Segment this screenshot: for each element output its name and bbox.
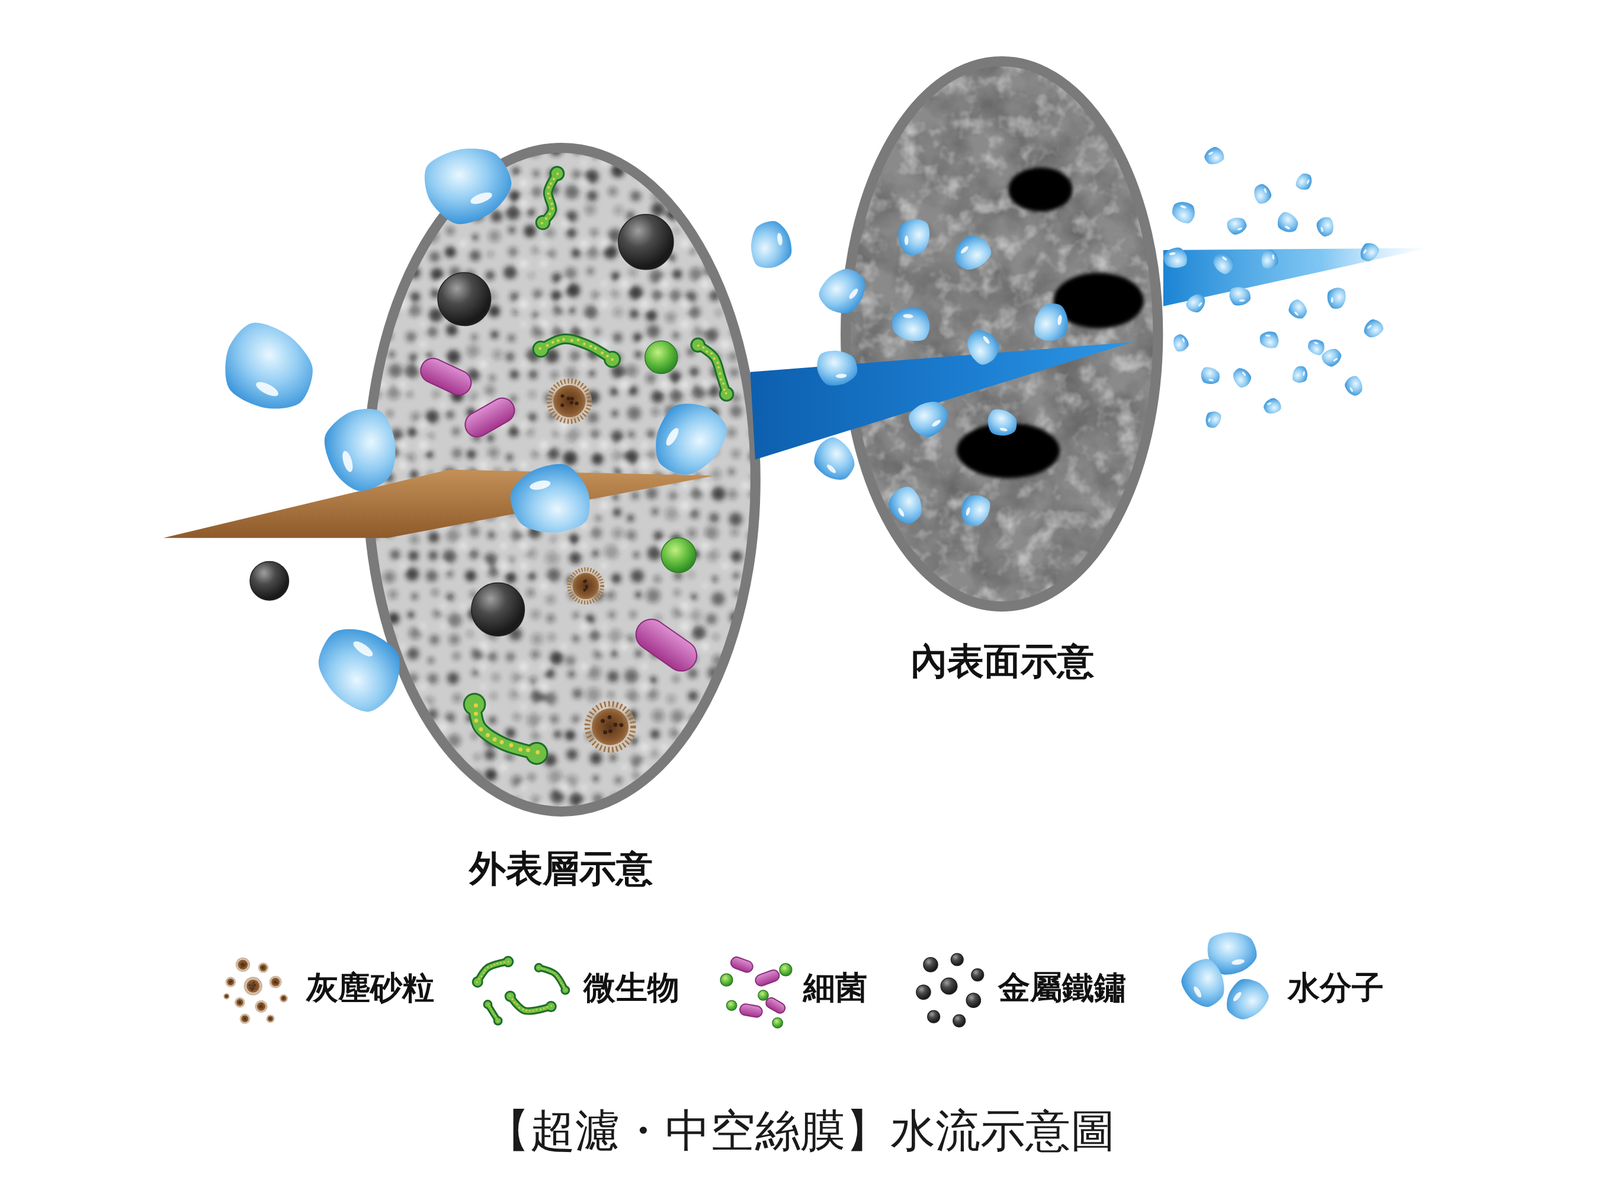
metal-rust: [927, 1009, 941, 1023]
metal-rust: [953, 1014, 966, 1027]
microorganism: [472, 955, 515, 988]
water-molecule: [1360, 316, 1385, 340]
water-molecule: [806, 432, 861, 489]
legend-item: 水分子: [1287, 965, 1384, 1011]
water-molecule: [1257, 327, 1282, 352]
coccus: [645, 340, 678, 374]
water-molecule: [1273, 208, 1302, 238]
water-molecule: [1203, 145, 1225, 165]
dust-particle: [546, 378, 592, 424]
dust-particle: [223, 992, 230, 999]
caption-box: 【超濾・中空絲膜】水流示意圖: [0, 1100, 1600, 1162]
water-molecule: [424, 148, 512, 224]
water-molecule: [1210, 248, 1239, 277]
water-molecule: [1226, 284, 1253, 309]
metal-rust: [249, 560, 289, 600]
bacterium: [754, 967, 781, 987]
water-molecule: [1162, 245, 1189, 270]
legend-item: 金屬鐵鏽: [998, 965, 1127, 1011]
coccus: [726, 999, 737, 1010]
metal-rust: [966, 992, 981, 1008]
water-molecule: [1201, 407, 1224, 431]
microorganism: [534, 962, 571, 995]
membrane-section: 外表層示意: [362, 142, 761, 817]
water-molecule: [1285, 297, 1310, 323]
legend-label: 微生物: [583, 966, 680, 1010]
coccus: [772, 1017, 783, 1028]
water-molecule: [1289, 363, 1311, 386]
water-molecule: [1231, 365, 1254, 390]
dust-particle: [279, 994, 288, 1003]
microorganism: [482, 999, 503, 1025]
dust-particle: [239, 1013, 250, 1024]
coccus: [720, 973, 733, 986]
water-molecule: [1355, 238, 1383, 265]
metal-rust: [950, 953, 964, 966]
dust-particle: [266, 1014, 275, 1023]
dust-particle: [235, 957, 250, 972]
dust-particle: [244, 976, 263, 996]
coccus: [661, 537, 697, 573]
dust-particle: [584, 700, 636, 752]
water-molecule: [1173, 333, 1189, 352]
membrane-section: 內表面示意: [840, 56, 1163, 612]
legend-item: 微生物: [583, 965, 680, 1011]
metal-rust: [971, 968, 984, 981]
legend-item: 細菌: [803, 965, 868, 1011]
bacterium: [764, 995, 787, 1015]
bacterium: [729, 954, 755, 974]
dust-particle: [255, 999, 268, 1013]
water-molecule: [205, 308, 329, 432]
water-molecule: [1254, 183, 1272, 204]
dust-particle: [269, 975, 282, 989]
section-label: 外表層示意: [362, 843, 761, 894]
water-molecule: [1226, 217, 1247, 235]
water-molecule: [1323, 284, 1349, 312]
water-molecule: [1197, 363, 1223, 389]
coccus: [779, 963, 793, 976]
water-molecule: [1262, 397, 1282, 415]
water-molecule: [1343, 374, 1364, 397]
metal-rust: [940, 977, 958, 995]
water-molecule: [746, 217, 797, 273]
metal-rust: [916, 984, 931, 999]
section-label: 內表面示意: [840, 636, 1163, 686]
water-molecule: [1217, 970, 1275, 1026]
water-molecule: [1183, 291, 1210, 316]
legend-label: 金屬鐵鏽: [998, 966, 1127, 1010]
legend-label: 細菌: [803, 966, 868, 1010]
dust-particle: [567, 567, 605, 605]
bacterium: [739, 1002, 764, 1018]
water-molecule: [1293, 170, 1317, 194]
water-molecule: [1315, 216, 1335, 237]
membrane-outline: [362, 142, 761, 817]
metal-rust: [618, 214, 674, 270]
metal-rust: [437, 272, 492, 326]
membrane-outline: [840, 56, 1163, 612]
microorganism: [504, 990, 557, 1012]
legend-label: 灰塵砂粒: [306, 966, 435, 1010]
dust-particle: [234, 996, 245, 1008]
dust-particle: [225, 976, 236, 987]
water-molecule: [1304, 335, 1329, 358]
diagram-caption: 【超濾・中空絲膜】水流示意圖: [0, 1100, 1600, 1162]
legend-label: 水分子: [1287, 966, 1384, 1010]
legend-item: 灰塵砂粒: [306, 965, 435, 1011]
water-molecule: [1168, 196, 1200, 228]
metal-rust: [471, 582, 525, 637]
water-molecule: [1259, 247, 1281, 271]
dust-particle: [258, 962, 269, 973]
water-molecule: [321, 405, 399, 493]
coccus: [758, 989, 769, 1000]
water-molecule: [1178, 956, 1228, 1011]
metal-rust: [923, 957, 938, 972]
